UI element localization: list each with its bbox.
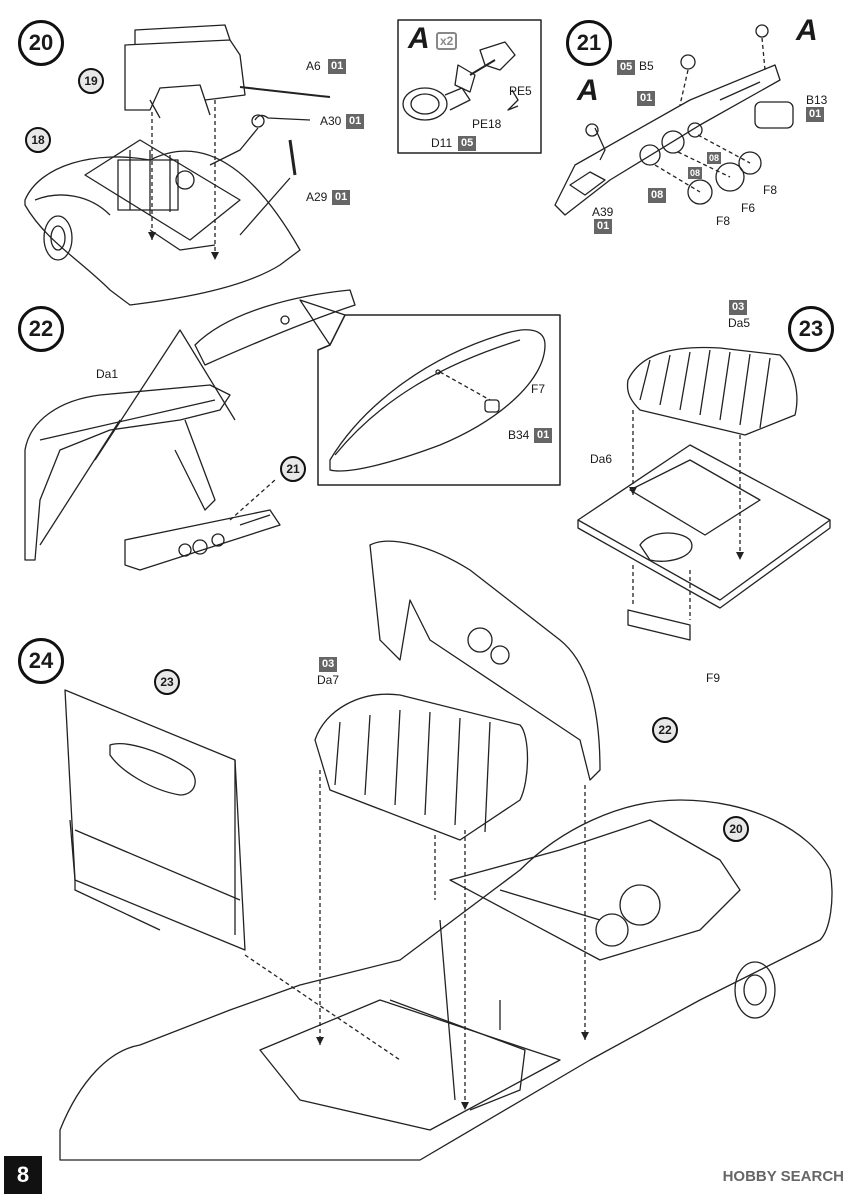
- sprue-a39: 01: [594, 219, 613, 234]
- part-f6-label: F6: [741, 201, 756, 215]
- part-d11-label: D11: [431, 136, 453, 150]
- sprue-a30: 01: [346, 114, 365, 129]
- subassembly-a-mark: A: [408, 22, 430, 55]
- part-b13-label: B13: [806, 93, 828, 107]
- subassembly-a-box: [397, 19, 542, 154]
- ref-18: 18: [25, 127, 51, 153]
- sprue-08-small-a: 08: [707, 152, 722, 164]
- part-pe18-label: PE18: [472, 117, 502, 131]
- part-f9-label: F9: [706, 671, 721, 685]
- sprue-da5: 03: [729, 300, 748, 315]
- step21-drawing: [554, 24, 794, 216]
- part-a29-label: A29: [306, 190, 328, 204]
- part-da7-label: Da7: [317, 673, 340, 687]
- multiplier-badge: x2: [436, 32, 458, 50]
- mark-a-left: A: [577, 74, 599, 107]
- ref-22: 22: [652, 717, 678, 743]
- part-f8-label-upper: F8: [763, 183, 778, 197]
- mark-a-right: A: [796, 14, 818, 47]
- ref-20: 20: [723, 816, 749, 842]
- part-f8-label-lower: F8: [716, 214, 731, 228]
- step-24-number: 24: [18, 638, 64, 684]
- part-da1-label: Da1: [96, 367, 119, 381]
- step24-drawing: [59, 540, 833, 1161]
- step23-drawing: [577, 346, 831, 641]
- ref-19: 19: [78, 68, 104, 94]
- part-a6-label: A6: [306, 59, 321, 73]
- step22-drawing: [24, 289, 561, 571]
- sprue-08-small-b: 08: [688, 167, 703, 179]
- part-da6-label: Da6: [590, 452, 613, 466]
- sprue-b5: 05: [617, 60, 636, 75]
- sprue-b34: 01: [534, 428, 553, 443]
- step-21-number: 21: [566, 20, 612, 66]
- part-a39-label: A39: [592, 205, 614, 219]
- step20-drawing: [24, 24, 331, 306]
- ref-23: 23: [154, 669, 180, 695]
- part-b34-label: B34: [508, 428, 530, 442]
- step-23-number: 23: [788, 306, 834, 352]
- sprue-d11: 05: [458, 136, 477, 151]
- sprue-da7: 03: [319, 657, 338, 672]
- sprue-step21-top: 01: [637, 91, 656, 106]
- sprue-08-large: 08: [648, 188, 667, 203]
- sprue-a6: 01: [328, 59, 347, 74]
- part-f7-label: F7: [531, 382, 546, 396]
- sprue-a29: 01: [332, 190, 351, 205]
- page-number: 8: [4, 1156, 42, 1194]
- step-20-number: 20: [18, 20, 64, 66]
- watermark: HOBBY SEARCH: [722, 1168, 844, 1185]
- part-pe5-label: PE5: [509, 84, 532, 98]
- part-b5-label: B5: [639, 59, 654, 73]
- sprue-b13: 01: [806, 107, 825, 122]
- ref-21: 21: [280, 456, 306, 482]
- step-22-number: 22: [18, 306, 64, 352]
- part-da5-label: Da5: [728, 316, 751, 330]
- part-a30-label: A30: [320, 114, 342, 128]
